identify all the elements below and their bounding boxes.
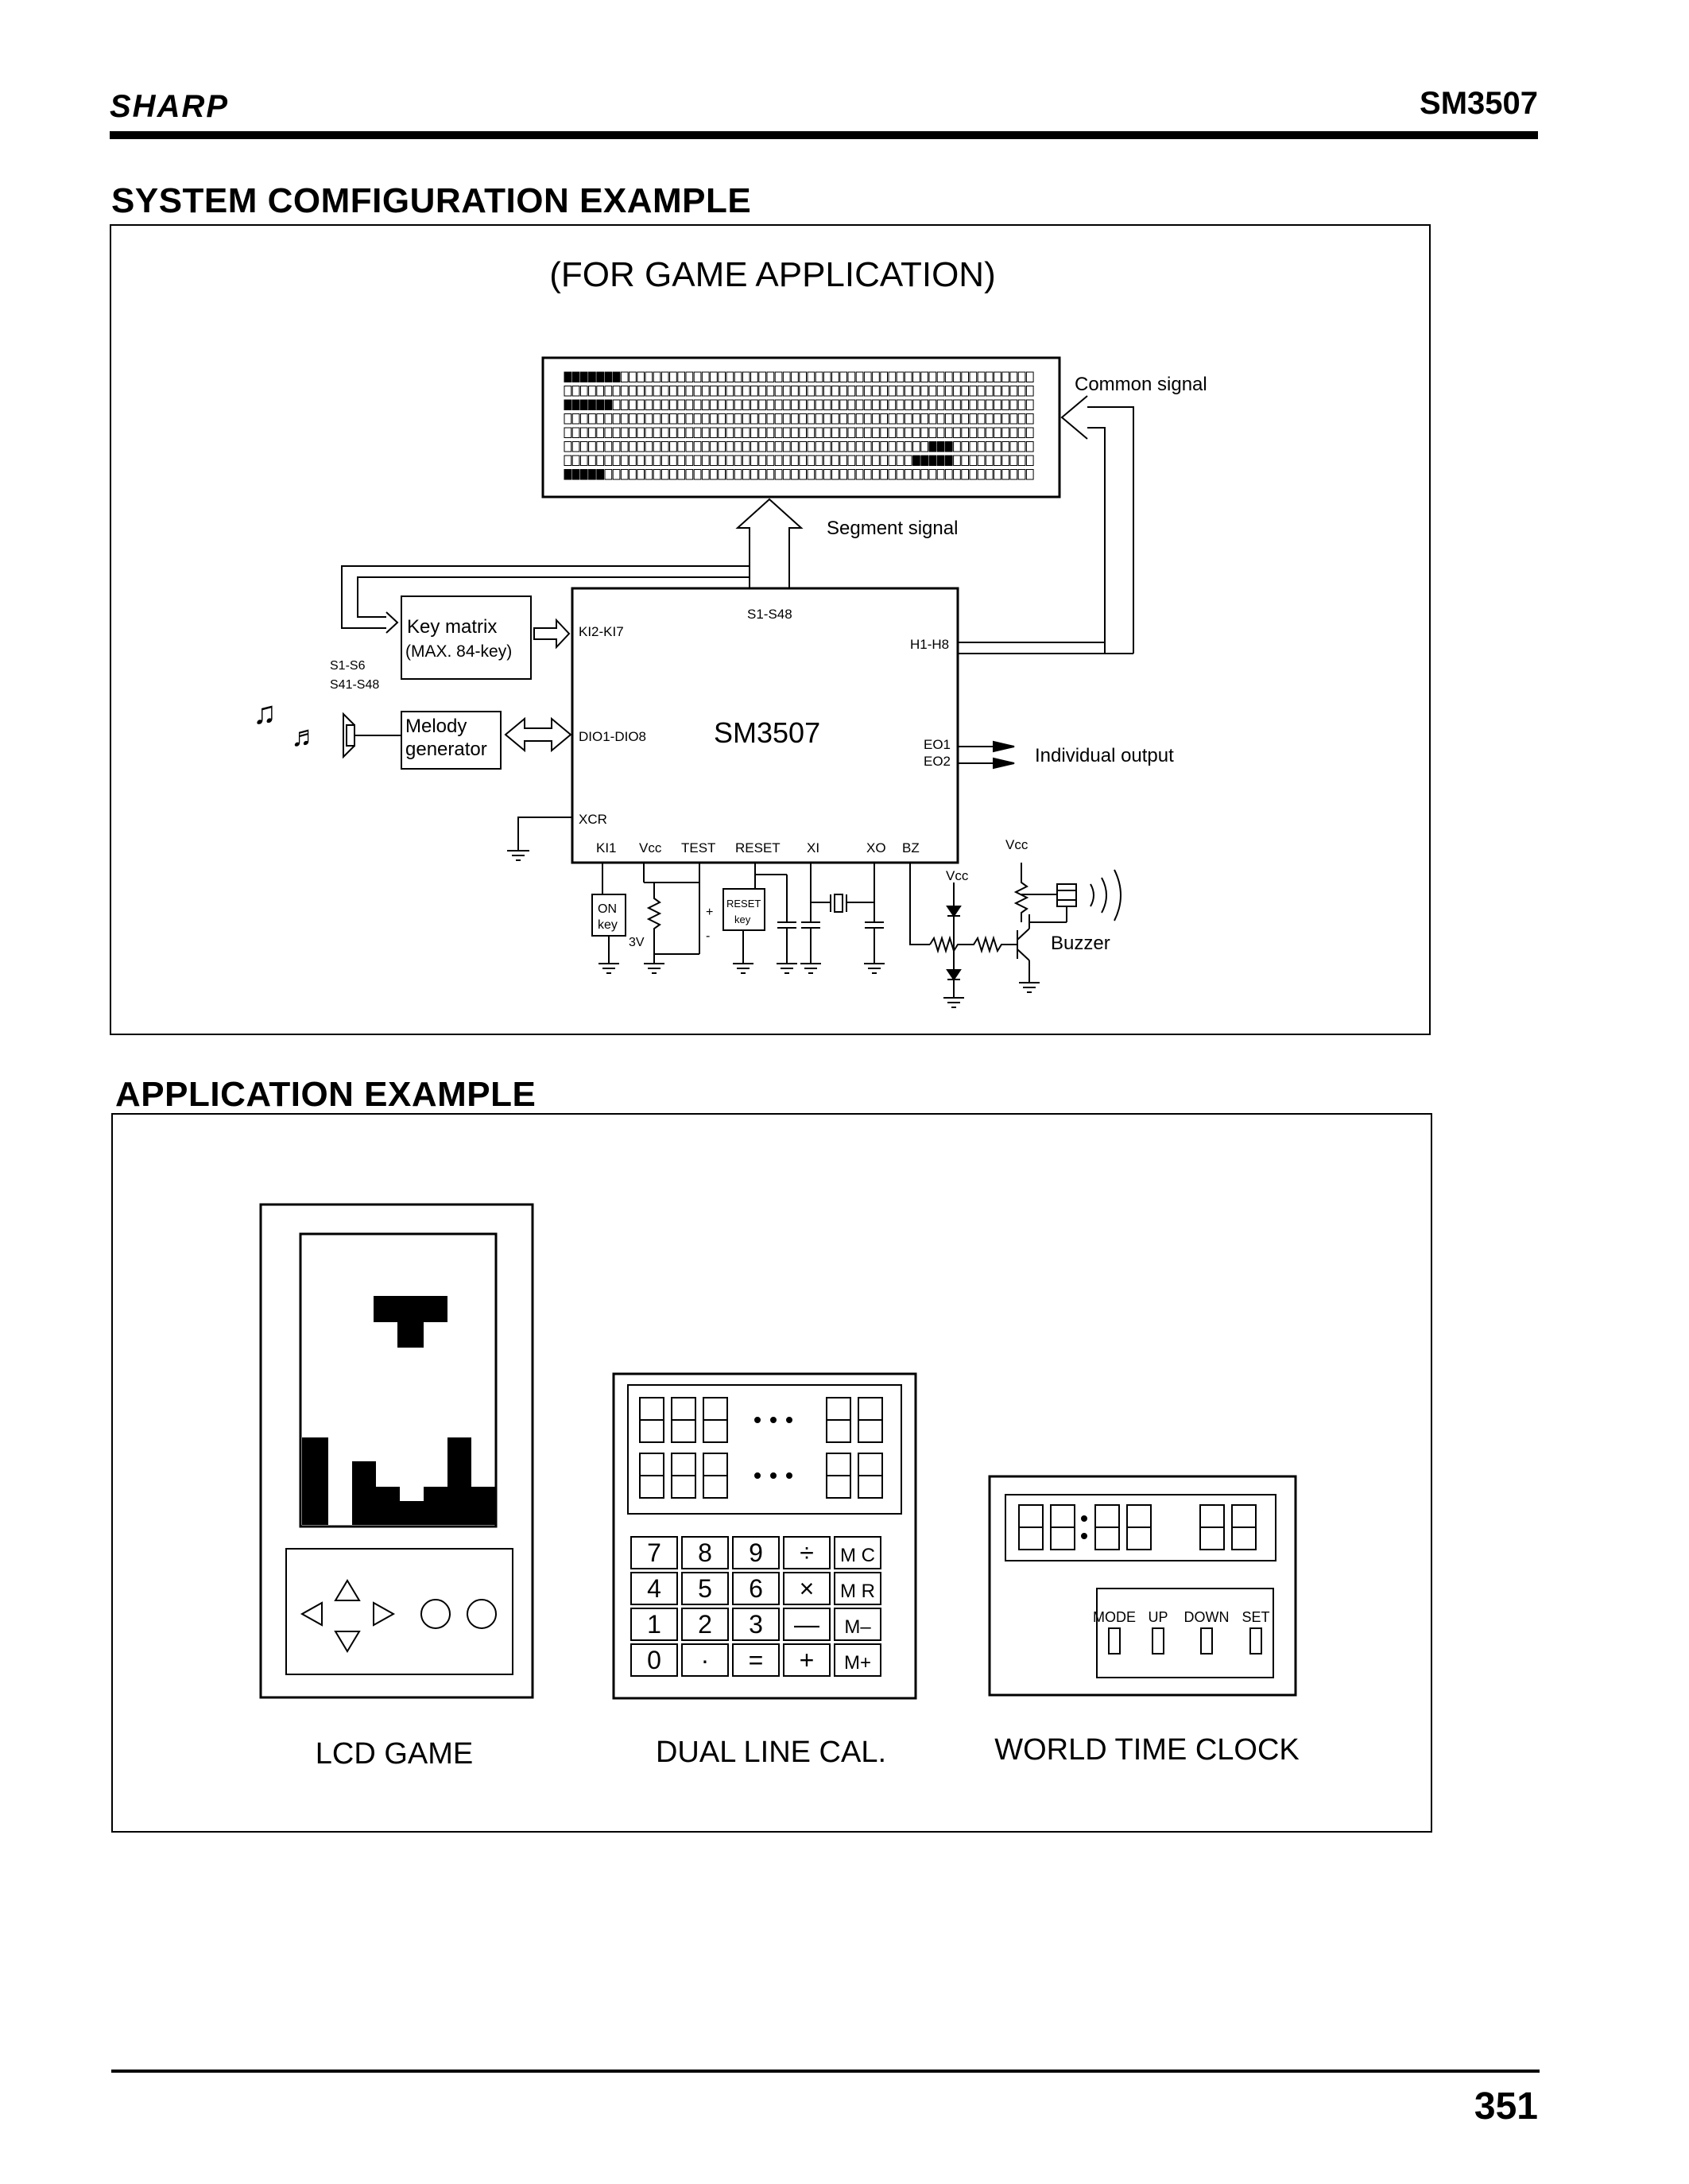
application-illustrations: 7 8 9 ÷ M C 4 5 6 × M R 1 2 3 — M– 0 · = + M+ MODE UP DOWN SET <box>259 1203 1297 1700</box>
svg-text:RESET: RESET <box>726 898 761 910</box>
music-note-icon: ♫ <box>253 696 277 731</box>
footer-rule <box>111 2070 1540 2073</box>
calc-key: 5 <box>698 1574 712 1603</box>
system-config-title: SYSTEM COMFIGURATION EXAMPLE <box>111 181 752 220</box>
application-title: APPLICATION EXAMPLE <box>115 1075 537 1114</box>
svg-text:XI: XI <box>807 840 819 855</box>
svg-text:Vcc: Vcc <box>946 868 969 883</box>
calc-key: 2 <box>698 1610 712 1639</box>
caption-dual-line-cal: DUAL LINE CAL. <box>655 1736 887 1769</box>
lcd-panel <box>541 356 1061 498</box>
calc-key: M+ <box>844 1652 871 1674</box>
svg-text:XO: XO <box>866 840 886 855</box>
page-number: 351 <box>1474 2085 1538 2128</box>
individual-output-arrows <box>958 740 1015 770</box>
melody-arrow <box>504 716 572 753</box>
calc-key: 1 <box>647 1610 661 1639</box>
part-number: SM3507 <box>1420 86 1538 121</box>
svg-text:S1-S48: S1-S48 <box>747 607 792 622</box>
clock-display <box>1018 1504 1257 1550</box>
key-matrix-arrow <box>533 618 571 650</box>
common-signal-arrow <box>1060 395 1134 654</box>
svg-text:S41-S48: S41-S48 <box>330 678 379 692</box>
svg-text:KI1: KI1 <box>596 840 617 855</box>
music-note-icon-2: ♬ <box>291 720 320 752</box>
clock-button-label: SET <box>1242 1609 1269 1625</box>
brand-logo: SHARP <box>110 89 230 124</box>
svg-text:Key matrix: Key matrix <box>407 616 497 638</box>
svg-text:DIO1-DIO8: DIO1-DIO8 <box>579 729 646 744</box>
game-controls <box>300 1579 497 1653</box>
svg-text:ON: ON <box>598 902 617 916</box>
speaker-icon <box>343 712 401 759</box>
segment-signal-arrow <box>341 498 804 634</box>
svg-text:EO2: EO2 <box>924 754 951 769</box>
svg-text:3V: 3V <box>629 936 645 949</box>
calc-key: — <box>794 1610 819 1639</box>
clock-button-label: UP <box>1148 1609 1168 1625</box>
calc-key: 3 <box>749 1610 763 1639</box>
calculator-device <box>612 1372 917 1700</box>
h-output-lines <box>958 642 1133 654</box>
clock-button-label: MODE <box>1093 1609 1136 1625</box>
svg-text:BZ: BZ <box>902 840 920 855</box>
application-frame <box>111 1113 1432 1833</box>
svg-text:key: key <box>734 914 751 925</box>
calc-key: 6 <box>749 1574 763 1603</box>
tetris-blocks <box>302 1296 495 1525</box>
ground-symbols <box>599 963 1040 1008</box>
calc-key: 7 <box>647 1538 661 1567</box>
calc-key: 9 <box>749 1538 763 1567</box>
svg-text:Vcc: Vcc <box>639 840 662 855</box>
svg-text:Melody: Melody <box>405 716 467 737</box>
calc-key: = <box>749 1646 764 1674</box>
calc-key: + <box>800 1646 815 1674</box>
svg-text:-: - <box>706 929 710 943</box>
calc-key: 8 <box>698 1538 712 1567</box>
svg-text:XCR: XCR <box>579 812 607 827</box>
clock-buttons: MODE UP DOWN SET <box>1093 1609 1270 1654</box>
key-matrix-box <box>401 595 532 680</box>
world-clock-device <box>988 1475 1297 1697</box>
diagram-subtitle: (FOR GAME APPLICATION) <box>549 255 995 294</box>
svg-text:EO1: EO1 <box>924 737 951 752</box>
calc-key: × <box>800 1574 815 1603</box>
calc-key: 4 <box>647 1574 661 1603</box>
calculator-keypad: 7 8 9 ÷ M C 4 5 6 × M R 1 2 3 — M– 0 · = + M+ <box>630 1536 881 1677</box>
lcd-dot-matrix <box>564 371 1034 480</box>
sm3507-chip <box>571 587 959 864</box>
svg-text:key: key <box>598 918 618 932</box>
svg-text:(MAX. 84-key): (MAX. 84-key) <box>405 642 512 661</box>
buzzer-label: Buzzer <box>1051 933 1110 954</box>
calc-key: · <box>701 1646 710 1674</box>
system-config-diagram: (FOR GAME APPLICATION) Common signal Seg… <box>253 255 1207 1008</box>
svg-text:H1-H8: H1-H8 <box>910 637 949 652</box>
common-signal-label: Common signal <box>1075 374 1207 395</box>
svg-text:Vcc: Vcc <box>1005 837 1029 852</box>
svg-text:TEST: TEST <box>681 840 715 855</box>
calc-key: M C <box>840 1545 875 1566</box>
svg-text:KI2-KI7: KI2-KI7 <box>579 624 624 639</box>
chip-label: SM3507 <box>714 716 820 749</box>
caption-world-time-clock: WORLD TIME CLOCK <box>994 1733 1300 1767</box>
bottom-circuit <box>591 863 1121 998</box>
svg-text:+: + <box>706 906 713 919</box>
calculator-display <box>639 1397 883 1499</box>
header-rule <box>110 131 1538 139</box>
melody-generator-box <box>401 711 502 770</box>
calc-key: M R <box>840 1581 875 1602</box>
caption-lcd-game: LCD GAME <box>315 1737 474 1771</box>
svg-text:generator: generator <box>405 739 487 760</box>
system-config-frame <box>110 224 1431 1035</box>
clock-button-label: DOWN <box>1184 1609 1230 1625</box>
svg-text:RESET: RESET <box>735 840 781 855</box>
svg-text:S1-S6: S1-S6 <box>330 659 366 673</box>
xcr-ground <box>507 817 572 861</box>
calc-key: M– <box>844 1616 871 1638</box>
individual-output-label: Individual output <box>1035 745 1174 766</box>
segment-signal-label: Segment signal <box>827 518 958 539</box>
calc-key: 0 <box>647 1646 661 1674</box>
calc-key: ÷ <box>800 1538 814 1567</box>
